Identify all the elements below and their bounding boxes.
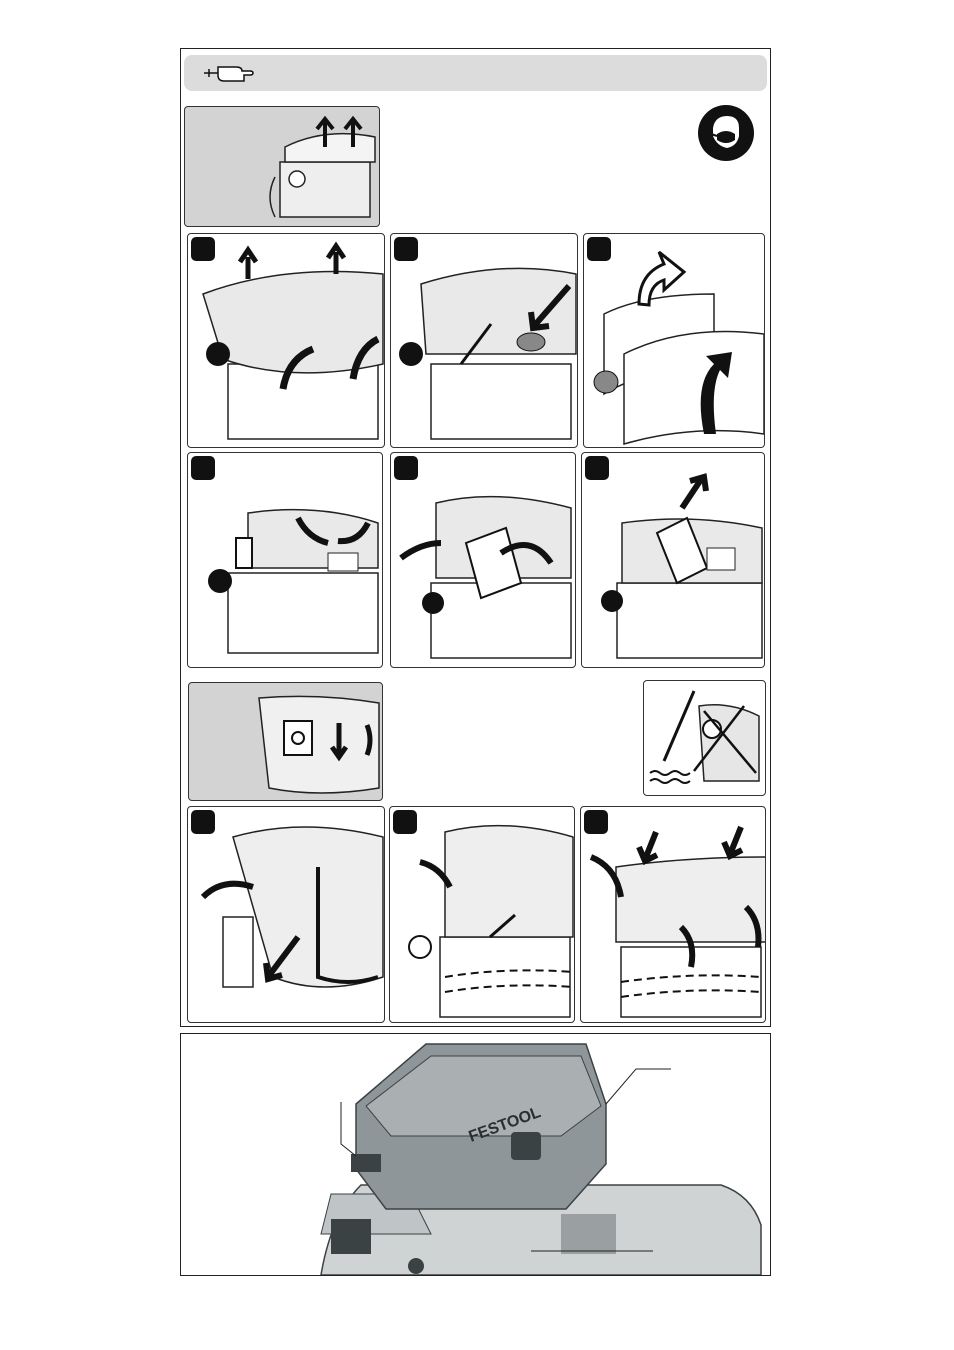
tilt-bag-icon (391, 453, 576, 668)
step-2c-panel (581, 452, 765, 668)
step-3c-panel (580, 806, 766, 1023)
step-1b-panel (390, 233, 578, 448)
peel-filter-icon (584, 234, 765, 448)
new-bag-panel (188, 682, 383, 801)
step-2a-panel (187, 452, 383, 668)
step-3a-panel (187, 806, 385, 1023)
pull-filter-icon (391, 234, 578, 448)
product-photo: FESTOOL (181, 1034, 770, 1275)
close-lid-icon (581, 807, 766, 1023)
fit-bag-icon (390, 807, 575, 1023)
extract-bag-icon (582, 453, 765, 668)
remove-bag-icon (188, 453, 383, 668)
step-1a-panel (187, 233, 385, 448)
filter-bag-illustration (189, 683, 383, 801)
warning-panel (643, 680, 766, 796)
dust-mask-icon (697, 104, 755, 162)
overview-panel (184, 106, 380, 227)
lift-lid-icon (188, 234, 385, 448)
step-2b-panel (390, 452, 576, 668)
step-1c-panel (583, 233, 765, 448)
step-3b-panel (389, 806, 575, 1023)
note-header (184, 55, 767, 91)
lift-head-illustration (185, 107, 380, 227)
no-wet-suction-icon (644, 681, 766, 796)
insert-bag-icon (188, 807, 385, 1023)
pointing-hand-icon (200, 55, 260, 91)
